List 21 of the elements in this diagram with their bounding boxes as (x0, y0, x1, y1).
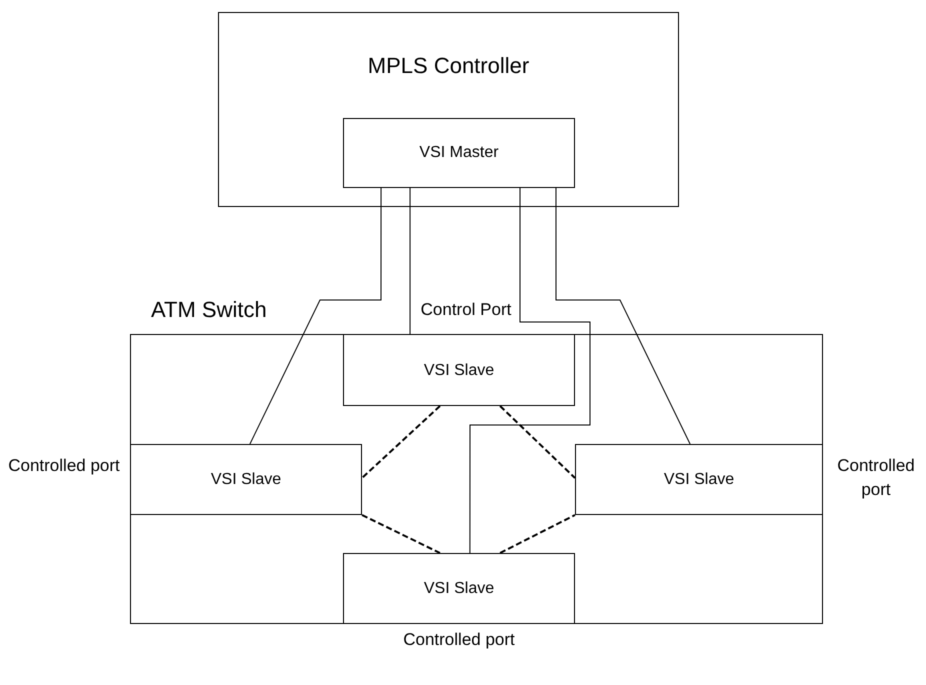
box-label: VSI Slave (422, 361, 496, 381)
module-box (343, 553, 575, 624)
dashed-connector (362, 514, 440, 554)
box-label: VSI Slave (662, 470, 736, 490)
dashed-connector (361, 405, 441, 479)
box-label: VSI Slave (422, 578, 496, 598)
module-box (130, 444, 362, 515)
box-heading: MPLS Controller (366, 52, 530, 80)
box-heading: ATM Switch (151, 296, 267, 324)
module-box (343, 334, 575, 406)
module-box (575, 444, 823, 515)
connector-line (469, 188, 590, 554)
dashed-connector (500, 514, 576, 554)
box-label: VSI Slave (210, 470, 282, 490)
container-box (218, 12, 679, 207)
connector-line (410, 188, 411, 334)
connector-line (555, 188, 691, 444)
box-label: VSI Master (418, 143, 500, 163)
connector-line (249, 188, 382, 444)
module-box (343, 118, 575, 188)
dashed-connector (499, 405, 576, 479)
